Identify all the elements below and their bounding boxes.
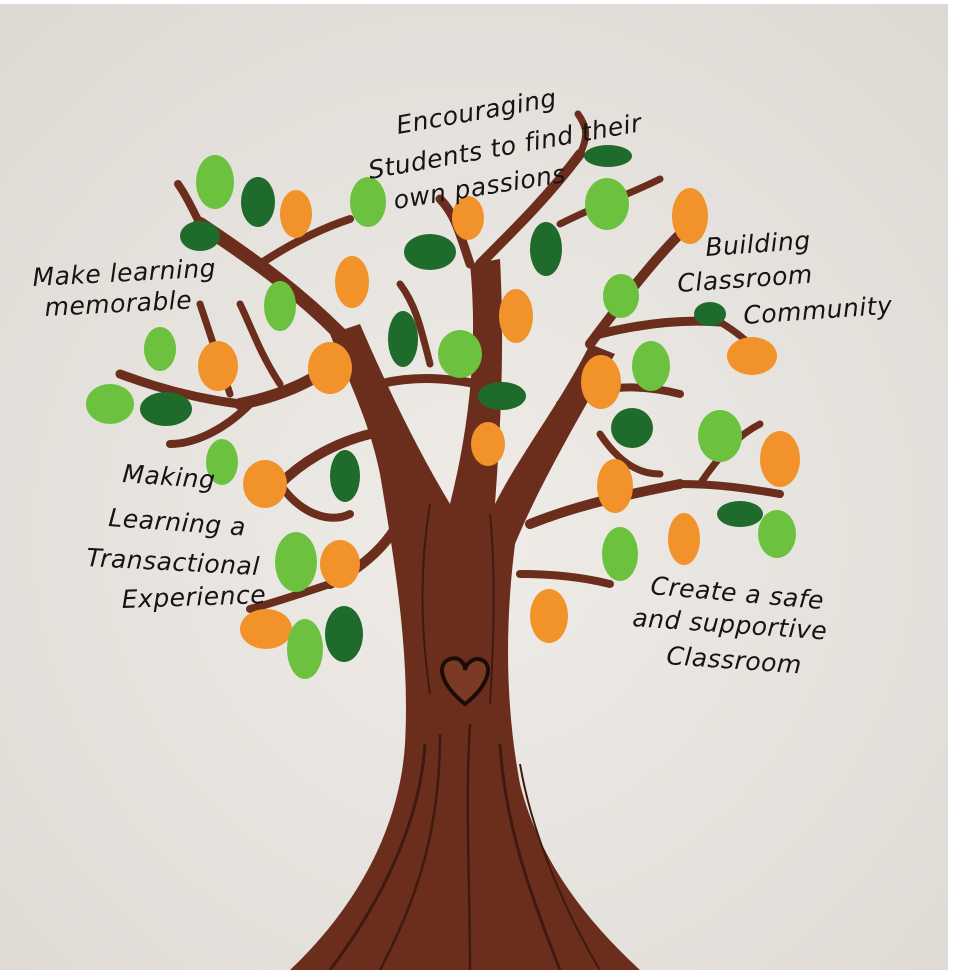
leaf [672, 188, 708, 244]
leaf [530, 222, 562, 276]
leaf [325, 606, 363, 662]
leaf [308, 342, 352, 394]
leaf [760, 431, 800, 487]
leaf [694, 302, 726, 326]
leaf [86, 384, 134, 424]
leaf [206, 439, 238, 485]
leaf [597, 459, 633, 513]
leaf [499, 289, 533, 343]
leaf [388, 311, 418, 367]
leaf [452, 196, 484, 240]
heart-icon [440, 656, 490, 707]
leaf [335, 256, 369, 308]
leaf [275, 532, 317, 592]
leaf [611, 408, 653, 448]
leaf [698, 410, 742, 462]
leaf [198, 341, 238, 391]
leaf [264, 281, 296, 331]
leaf [320, 540, 360, 588]
leaf [668, 513, 700, 565]
leaf [438, 330, 482, 378]
leaf [240, 609, 292, 649]
leaf [727, 337, 777, 375]
leaf [243, 460, 287, 508]
leaf [584, 145, 632, 167]
leaf [585, 178, 629, 230]
label-lower-left-line-1: Making [122, 459, 217, 494]
leaf [280, 190, 312, 238]
leaf [602, 527, 638, 581]
leaf [471, 422, 505, 466]
leaf [632, 341, 670, 391]
leaf [530, 589, 568, 643]
leaf [140, 392, 192, 426]
leaf [758, 510, 796, 558]
leaf [404, 234, 456, 270]
leaf [581, 355, 621, 409]
leaf [350, 177, 386, 227]
leaf [603, 274, 639, 318]
leaf [717, 501, 763, 527]
leaf [196, 155, 234, 209]
tree-drawing-photo: Encouraging Students to find their own p… [0, 4, 948, 970]
label-lower-left-line-4: Experience [121, 580, 266, 614]
leaf [287, 619, 323, 679]
tree-trunk [290, 259, 640, 970]
leaf [478, 382, 526, 410]
leaf [241, 177, 275, 227]
leaf [180, 221, 220, 251]
leaf [144, 327, 176, 371]
leaf [330, 450, 360, 502]
leaves [86, 145, 800, 679]
